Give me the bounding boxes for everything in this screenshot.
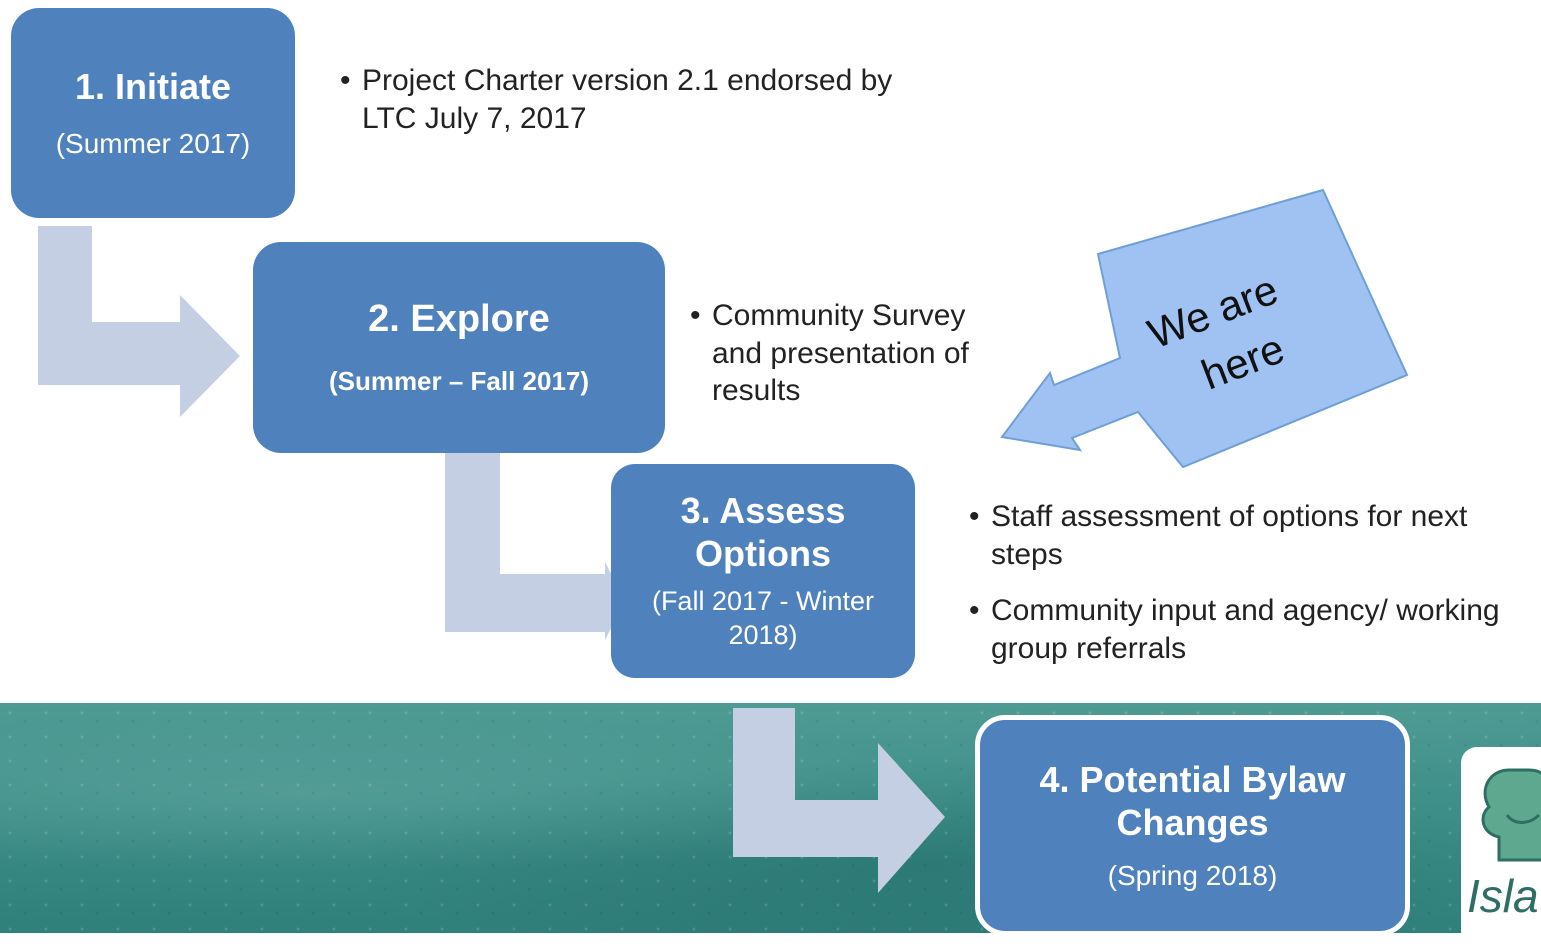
stage-1-title: 1. Initiate: [74, 65, 232, 107]
logo-card: Isla: [1461, 747, 1541, 947]
stage-3-bullet-2: •Community input and agency/ working gro…: [969, 594, 1500, 665]
callout-shape: [1000, 188, 1409, 469]
stage-3-title: 3. Assess Options: [680, 490, 846, 575]
connector-arrow-1: [38, 226, 240, 417]
stage-1-date: (Summer 2017): [55, 128, 251, 160]
stage-1-bullet: •Project Charter version 2.1 endorsed by…: [340, 64, 893, 135]
stage-4-potential-bylaw-changes: 4. Potential Bylaw Changes (Spring 2018): [975, 715, 1410, 936]
stage-2-explore: 2. Explore (Summer – Fall 2017): [253, 242, 665, 453]
stage-2-date: (Summer – Fall 2017): [328, 366, 590, 397]
stage-1-initiate: 1. Initiate (Summer 2017): [11, 8, 295, 218]
connector-arrow-3: [733, 708, 945, 893]
stage-3-assess-options: 3. Assess Options (Fall 2017 - Winter 20…: [611, 464, 915, 678]
stage-2-bullet: •Community Survey and presentation of re…: [690, 299, 969, 407]
stage-4-title: 4. Potential Bylaw Changes: [1039, 758, 1346, 843]
island-logo-icon: [1481, 768, 1541, 862]
stage-2-title: 2. Explore: [368, 298, 550, 341]
callout-we-are-here: We are here: [1000, 188, 1409, 469]
logo-text: Isla: [1467, 870, 1539, 922]
stage-4-date: (Spring 2018): [1107, 860, 1278, 892]
connector-arrow-2: [445, 448, 625, 640]
stage-3-bullet-1: •Staff assessment of options for next st…: [969, 500, 1468, 571]
stage-3-date: (Fall 2017 - Winter 2018): [651, 586, 875, 651]
